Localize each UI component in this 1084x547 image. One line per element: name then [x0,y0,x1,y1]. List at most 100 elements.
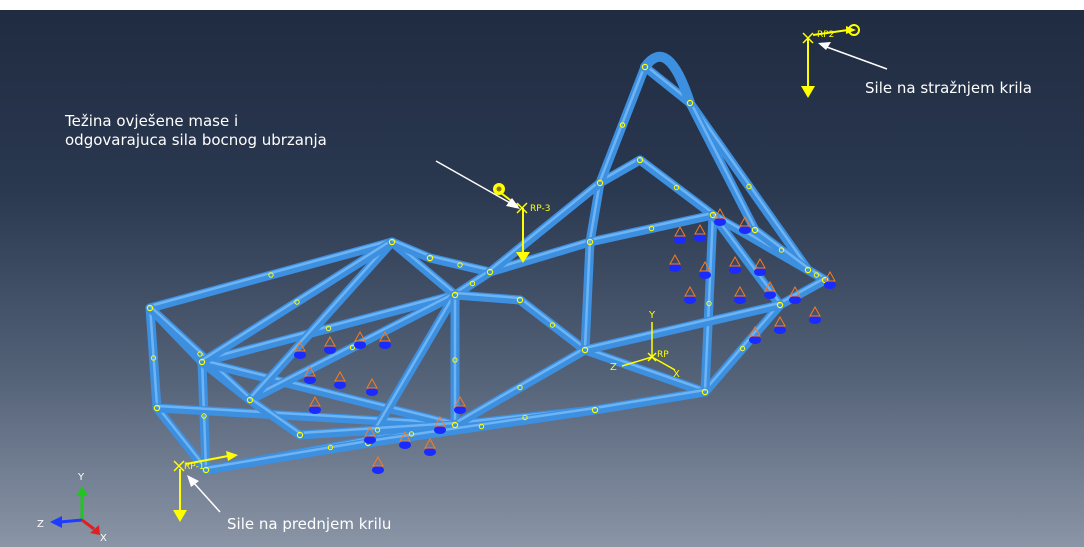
mesh-node [327,444,334,451]
boundary-condition-icon [364,425,376,444]
boundary-condition-icon [366,377,378,396]
rp2-label: RP2 [817,30,834,40]
mesh-node [516,296,524,304]
frame-tube [450,345,590,430]
mesh-node [813,272,820,278]
frame-tube [595,155,645,188]
frame-tube [145,303,255,405]
csys-y-label: Y [648,310,656,321]
mesh-node [591,406,599,414]
view-triad-icon: Y Z X [37,472,107,544]
mesh-node [804,266,812,274]
mesh-node [746,183,752,190]
frame-tube-highlight [778,276,827,305]
boundary-condition-icon [669,253,681,272]
boundary-condition-icon [304,365,316,384]
mesh-node [150,355,157,361]
boundary-condition-icon [684,285,696,304]
mesh-node [776,301,784,309]
mesh-node [486,268,494,276]
mesh-node [709,211,717,219]
frame-tube-highlight [248,396,302,435]
triad-x-label: X [100,533,107,544]
frame-tube [197,357,460,430]
frame-tube [750,225,813,275]
mesh-node [388,238,396,246]
frame-tube-highlight [453,291,522,300]
mesh-node [549,322,556,328]
boundary-condition-icon [324,335,336,354]
frame-tube [245,237,397,405]
mesh-node [686,99,694,107]
mesh-node [325,325,332,332]
mesh-node [202,466,210,474]
frame-tube [775,275,830,310]
csys-z-label: Z [610,362,617,373]
frame-tube-highlight [200,358,457,425]
triad-z-label: Z [37,519,44,530]
boundary-condition-icon [309,395,321,414]
frame-tube [580,345,710,397]
reference-point-icon [802,32,814,44]
frame-tube-highlight [155,404,208,470]
boundary-condition-icon [789,285,801,304]
boundary-condition-icon [749,325,761,344]
boundary-condition-icon [714,207,726,226]
rp-label: RP [657,350,669,360]
mesh-node [581,346,589,354]
reference-point-icon [173,460,185,472]
frame-tube-highlight [366,291,457,443]
frame-tube-highlight [155,404,457,425]
mesh-node [457,262,463,268]
frame-tube [515,295,590,355]
boundary-conditions [294,207,836,474]
frame-tube [485,178,605,277]
mesh-node [294,299,300,305]
frame-tube [152,403,460,430]
boundary-condition-icon [372,455,384,474]
frame-tube [580,300,785,355]
load-arrow-icon [173,510,187,522]
local-csys: Y X Z RP [610,310,680,380]
rp3-label: RP-3 [530,204,550,214]
mesh-node [469,280,476,287]
boundary-condition-icon [294,340,306,359]
mesh-node [201,413,207,419]
frame-tube [197,290,460,367]
chassis-tubes [145,51,830,475]
annotation-arrows [187,42,888,513]
rear-wing-load: RP2 [801,24,860,98]
boundary-condition-icon [399,430,411,449]
frame-tube-highlight [583,346,707,392]
boundary-condition-icon [754,257,766,276]
mesh-node [586,238,594,246]
mass-load: RP-3 [493,183,550,263]
mesh-node [349,344,356,351]
mesh-node [197,351,203,357]
boundary-condition-icon [454,395,466,414]
frame-tube-highlight [593,388,707,410]
rear-wing-annotation: Sile na stražnjem krila [865,79,1032,97]
boundary-condition-icon [824,270,836,289]
mesh-node [451,421,459,429]
mesh-node [706,300,712,307]
reference-point-icon [516,202,528,214]
frame-tube [450,290,525,305]
boundary-condition-icon [764,280,776,299]
frame-tube-highlight [583,238,592,350]
mesh-node [701,388,709,396]
frame-tube [485,237,595,277]
front-wing-load: RP-1 [173,451,238,522]
frame-tube [295,420,460,440]
boundary-condition-icon [699,260,711,279]
mesh-node [821,276,829,284]
mesh-node [739,345,746,352]
frame-tube-highlight [588,179,602,242]
frame-tube-highlight [583,301,782,350]
moment-icon [846,24,860,36]
boundary-condition-icon [674,225,686,244]
mesh-node [452,357,458,363]
mesh-node [636,156,644,164]
